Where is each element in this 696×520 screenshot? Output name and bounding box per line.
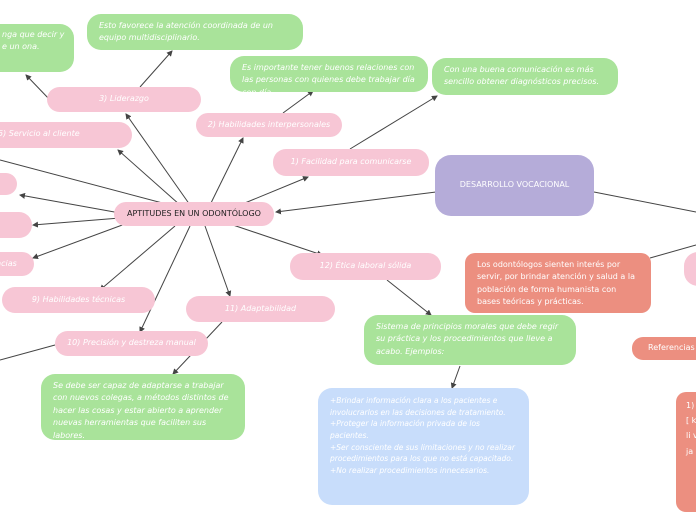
- note-left-top[interactable]: nga que decir y e un ona.: [0, 24, 74, 72]
- edge-comunicar-note: [349, 95, 438, 150]
- note-interpersonales[interactable]: Es importante tener buenos relaciones co…: [230, 56, 428, 92]
- note-adaptabilidad[interactable]: Se debe ser capaz de adaptarse a trabaja…: [41, 374, 245, 440]
- node-tecnicas[interactable]: 9) Habilidades técnicas: [2, 287, 155, 313]
- references-note[interactable]: 1) s [ k v li v ja: [676, 392, 696, 512]
- main-topic[interactable]: DESARROLLO VOCACIONAL: [435, 155, 594, 216]
- edge-ethnote-examples: [450, 365, 461, 389]
- edge-center-precision: [139, 225, 191, 333]
- edge-main-right2: [649, 244, 696, 259]
- edge-center-left-top: [0, 159, 171, 206]
- central-topic[interactable]: APTITUDES EN UN ODONTÓLOGO: [114, 202, 274, 226]
- edge-center-etica: [229, 223, 323, 257]
- edge-main-center: [275, 191, 437, 215]
- edge-liderazgo-left: [25, 74, 51, 101]
- note-liderazgo[interactable]: Esto favorece la atención coordinada de …: [87, 14, 303, 50]
- node-etica[interactable]: 12) Ética laboral sólida: [290, 253, 441, 280]
- edge-liderazgo-note: [139, 50, 173, 88]
- edge-center-liderazgo: [125, 113, 191, 206]
- node-servicio[interactable]: 5) Servicio al cliente: [0, 122, 132, 148]
- node-comunicar[interactable]: 1) Facilidad para comunicarse: [273, 149, 429, 176]
- edge-center-servicio: [117, 149, 181, 206]
- node-left-1[interactable]: [0, 173, 17, 195]
- edge-center-left2: [32, 217, 121, 228]
- note-comunicar[interactable]: Con una buena comunicación es más sencil…: [432, 58, 618, 95]
- note-etica[interactable]: Sistema de principios morales que debe r…: [364, 315, 576, 365]
- edge-main-right: [593, 191, 696, 213]
- main-topic-note[interactable]: Los odontólogos sienten interés por serv…: [465, 253, 651, 313]
- references-label[interactable]: Referencias B: [632, 337, 696, 360]
- right-partial-node[interactable]: [684, 252, 696, 286]
- node-interpersonales[interactable]: 2) Habilidades interpersonales: [196, 113, 342, 137]
- edge-center-comunicar: [239, 176, 309, 206]
- edge-center-left1: [19, 192, 121, 214]
- node-adaptabilidad[interactable]: 11) Adaptabilidad: [186, 296, 335, 322]
- edge-center-tecnicas: [99, 225, 176, 291]
- edge-etica-note: [386, 279, 432, 316]
- note-etica-examples[interactable]: +Brindar información clara a los pacient…: [318, 388, 529, 505]
- node-left-2[interactable]: [0, 212, 32, 238]
- edge-interpersonales-note: [282, 90, 314, 114]
- node-precision[interactable]: 10) Precisión y destreza manual: [55, 331, 208, 356]
- edge-center-interpersonales: [209, 137, 244, 206]
- edge-center-left3: [32, 223, 126, 260]
- edge-precision-left: [0, 344, 56, 361]
- node-left-3[interactable]: ncias: [0, 252, 34, 276]
- node-liderazgo[interactable]: 3) Liderazgo: [47, 87, 201, 112]
- edge-center-adaptabilidad: [204, 225, 232, 297]
